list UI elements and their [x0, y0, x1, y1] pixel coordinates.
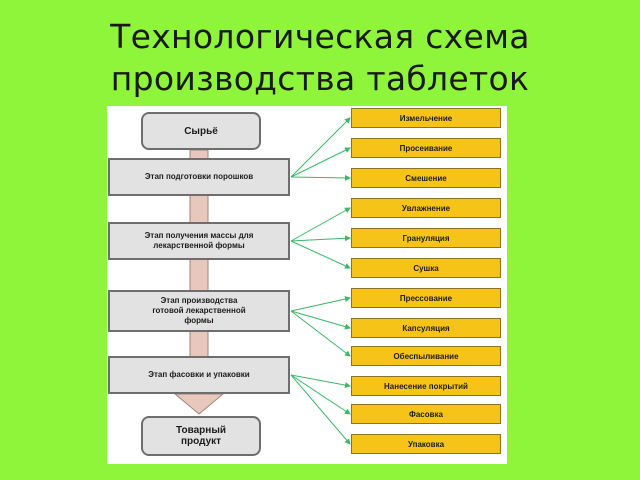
stage-packing: Этап фасовки и упаковки: [108, 356, 290, 394]
diagram-connectors: [173, 117, 351, 445]
stage-label-line: готовой лекарственной: [152, 306, 246, 315]
operation-mixing: Смешение: [351, 168, 501, 188]
raw-material-box: Сырьё: [141, 112, 261, 150]
raw-material-label: Сырьё: [184, 125, 218, 137]
operation-packaging: Упаковка: [351, 434, 501, 454]
connector-line: [290, 296, 351, 312]
operation-label: Фасовка: [409, 409, 443, 419]
title-line-2: производства таблеток: [110, 59, 530, 98]
operation-grinding: Измельчение: [351, 108, 501, 128]
stage-label-line: лекарственной формы: [153, 241, 245, 250]
operation-label: Нанесение покрытий: [384, 381, 468, 391]
process-flow-diagram: Сырьё Этап подготовки порошков Этап полу…: [107, 106, 507, 464]
operation-label: Смешение: [405, 173, 447, 183]
operation-label: Упаковка: [407, 439, 445, 449]
stage-label-line: Этап фасовки и упаковки: [148, 370, 250, 379]
final-product-label-line: продукт: [180, 436, 222, 447]
stage-powder-preparation: Этап подготовки порошков: [108, 158, 290, 196]
operation-label: Измельчение: [399, 113, 453, 123]
stage-mass-production: Этап получения массы для лекарственной ф…: [108, 222, 290, 260]
operation-pressing: Прессование: [351, 288, 501, 308]
connector-line: [290, 374, 351, 389]
operation-dedusting: Обеспыливание: [351, 346, 501, 366]
operation-filling: Фасовка: [351, 404, 501, 424]
connector-line: [290, 240, 351, 269]
stage-label-line: Этап производства: [160, 296, 238, 305]
connector-line: [290, 174, 351, 181]
flow-arrow-head: [173, 393, 225, 415]
operation-label: Обеспыливание: [393, 351, 459, 361]
final-product-label-line: Товарный: [176, 425, 226, 436]
operation-label: Прессование: [399, 293, 453, 303]
connector-line: [290, 235, 351, 242]
operation-drying: Сушка: [351, 258, 501, 278]
stage-dosage-form-production: Этап производства готовой лекарственной …: [108, 290, 290, 332]
operation-moistening: Увлажнение: [351, 198, 501, 218]
connector-line: [290, 310, 351, 330]
stage-label-line: Этап подготовки порошков: [144, 172, 254, 181]
operation-label: Капсуляция: [402, 323, 450, 333]
operation-granulation: Грануляция: [351, 228, 501, 248]
operation-sieving: Просеивание: [351, 138, 501, 158]
title-line-1: Технологическая схема: [110, 17, 530, 56]
connector-line: [290, 374, 351, 445]
stage-label-line: формы: [184, 316, 214, 325]
operation-label: Просеивание: [399, 143, 453, 153]
connector-line: [290, 374, 351, 415]
operation-label: Сушка: [413, 263, 439, 273]
connector-line: [290, 147, 351, 178]
connector-line: [290, 310, 351, 357]
connector-line: [290, 207, 351, 242]
operation-coating: Нанесение покрытий: [351, 376, 501, 396]
operation-label: Грануляция: [402, 233, 450, 243]
stage-label-line: Этап получения массы для: [144, 231, 254, 240]
operation-encapsulation: Капсуляция: [351, 318, 501, 338]
operation-label: Увлажнение: [401, 203, 451, 213]
connector-line: [290, 117, 351, 178]
final-product-box: Товарный продукт: [141, 416, 261, 456]
slide-title: Технологическая схема производства табле…: [0, 16, 640, 100]
